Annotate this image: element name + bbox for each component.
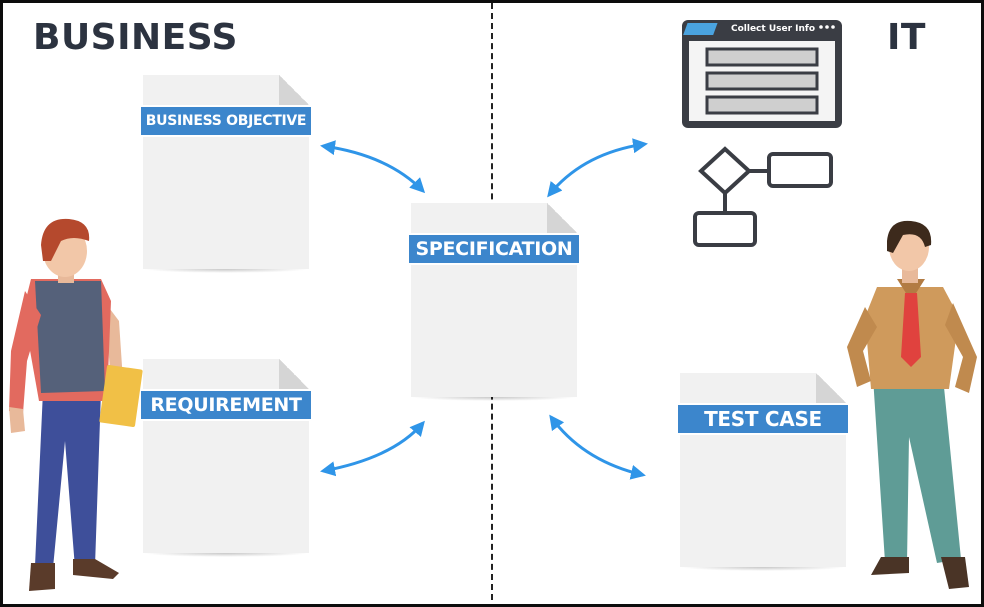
folder-icon xyxy=(99,365,143,427)
arrow-objective-specification xyxy=(320,140,426,194)
it-title: IT xyxy=(887,17,926,58)
test-case-label: TEST CASE xyxy=(678,403,848,435)
arrow-requirement-specification xyxy=(320,420,425,477)
doc-shadow xyxy=(680,563,846,571)
page-fold xyxy=(547,203,577,233)
requirement-label: REQUIREMENT xyxy=(141,389,311,421)
it-person xyxy=(847,220,977,589)
arrow-specification-design xyxy=(547,138,648,198)
page-fold xyxy=(816,373,846,403)
specification-label: SPECIFICATION xyxy=(409,233,579,265)
page-fold xyxy=(279,75,309,105)
flowchart-icon xyxy=(693,146,833,247)
doc-shadow xyxy=(143,549,309,557)
form-window-icon xyxy=(682,20,842,128)
doc-shadow xyxy=(411,393,577,401)
arrow-specification-testcase xyxy=(549,414,646,480)
form-window-title: Collect User Info xyxy=(731,24,816,34)
doc-shadow xyxy=(143,265,309,273)
business-title: BUSINESS xyxy=(33,17,238,58)
page-fold xyxy=(279,359,309,389)
business-person xyxy=(9,218,143,591)
business-objective-label: BUSINESS OBJECTIVE xyxy=(141,105,311,137)
flow-arrows xyxy=(320,138,648,480)
